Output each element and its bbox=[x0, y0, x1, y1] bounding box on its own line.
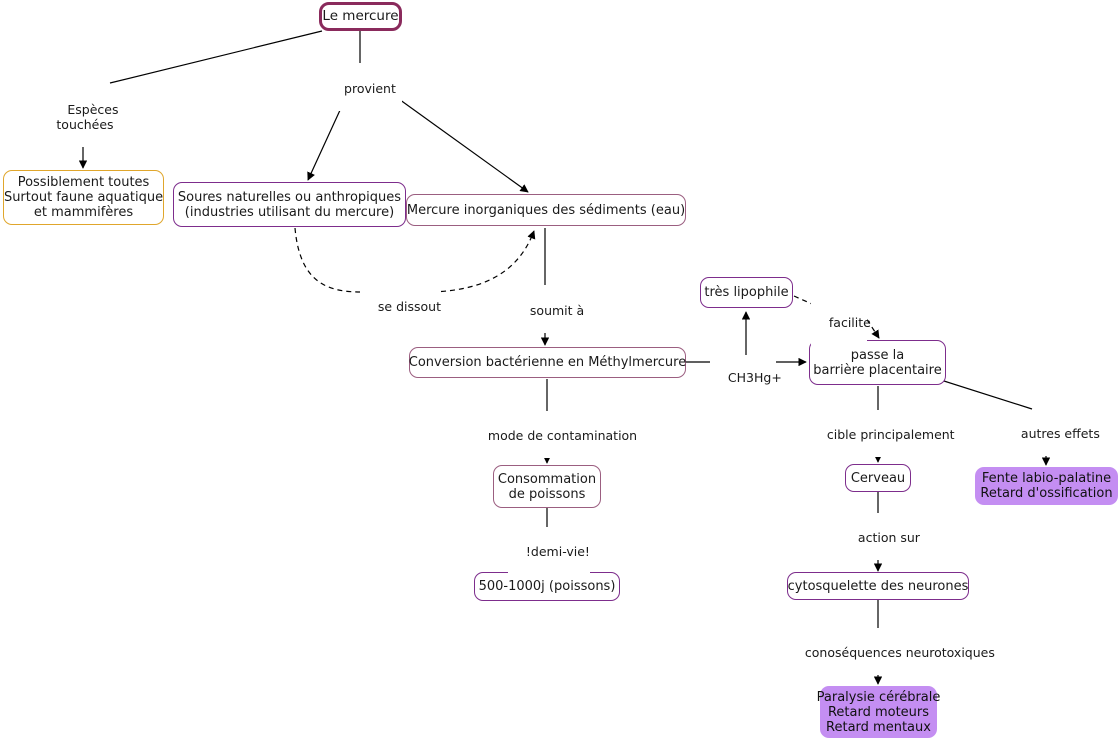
edge-placentaire-to-autres bbox=[943, 380, 1033, 410]
edge-label-especes-touchees: Espèces touchées bbox=[43, 87, 127, 147]
node-label: Fente labio-palatine Retard d'ossificati… bbox=[980, 471, 1113, 501]
edge-label-text: !demi-vie! bbox=[525, 544, 590, 559]
node-label: très lipophile bbox=[704, 285, 789, 300]
node-label: Cerveau bbox=[850, 470, 906, 486]
edge-sources-to-inorganique-dashed bbox=[294, 227, 363, 293]
edge-label-text: action sur bbox=[857, 530, 920, 545]
edge-label-text: CH3Hg+ bbox=[727, 370, 782, 385]
edge-label-provient: provient bbox=[322, 66, 402, 111]
node-label: Possiblement toutes Surtout faune aquati… bbox=[3, 175, 164, 220]
edge-label-consequences-neurotoxiques: conoséquences neurotoxiques bbox=[787, 630, 995, 675]
node-conversion-bacterienne[interactable]: Conversion bactérienne en Méthylmercure bbox=[409, 347, 686, 378]
edge-label-text: Espèces touchées bbox=[56, 102, 119, 132]
node-mercure-inorganique[interactable]: Mercure inorganiques des sédiments (eau) bbox=[406, 194, 686, 226]
edge-label-text: mode de contamination bbox=[487, 428, 638, 443]
node-label: Consommation de poissons bbox=[497, 471, 597, 502]
node-consequences-neurotoxiques-resultats[interactable]: Paralysie cérébrale Retard moteurs Retar… bbox=[817, 686, 940, 738]
node-label: Le mercure bbox=[322, 8, 399, 24]
edge-label-autres-effets: autres effets bbox=[1003, 411, 1100, 456]
node-label: Paralysie cérébrale Retard moteurs Retar… bbox=[816, 689, 941, 735]
edge-label-se-dissout: se dissout bbox=[360, 284, 441, 329]
node-sources-naturelles[interactable]: Soures naturelles ou anthropiques (indus… bbox=[173, 182, 406, 227]
edge-label-facilite: facilite bbox=[811, 300, 871, 345]
node-especes-touchees[interactable]: Possiblement toutes Surtout faune aquati… bbox=[3, 170, 164, 225]
node-label: cytosquelette des neurones bbox=[787, 578, 969, 594]
node-cytosquelette-neurones[interactable]: cytosquelette des neurones bbox=[787, 572, 969, 600]
edge-se-dissout-to-inorganique-dashed bbox=[431, 230, 536, 293]
edge-label-demi-vie: !demi-vie! bbox=[508, 529, 590, 574]
edge-label-cible-principalement: cible principalement bbox=[809, 412, 955, 457]
node-le-mercure[interactable]: Le mercure bbox=[319, 2, 402, 31]
edge-label-soumit-a: soumit à bbox=[512, 288, 585, 333]
node-label: Mercure inorganiques des sédiments (eau) bbox=[406, 202, 686, 218]
edge-label-text: se dissout bbox=[377, 299, 441, 314]
node-autres-effets-resultats[interactable]: Fente labio-palatine Retard d'ossificati… bbox=[975, 467, 1118, 505]
edge-label-text: autres effets bbox=[1020, 426, 1100, 441]
edge-root-to-especes-label bbox=[109, 30, 323, 84]
edge-lipophile-to-facilite-dashed bbox=[793, 295, 813, 305]
node-demi-vie-poissons[interactable]: 500-1000j (poissons) bbox=[474, 572, 620, 601]
node-label: Soures naturelles ou anthropiques (indus… bbox=[177, 189, 402, 220]
node-barriere-placentaire[interactable]: passe la barrière placentaire bbox=[809, 340, 946, 385]
edge-label-text: facilite bbox=[828, 315, 871, 330]
node-label: 500-1000j (poissons) bbox=[478, 579, 616, 594]
node-label: passe la barrière placentaire bbox=[813, 347, 942, 378]
node-cerveau[interactable]: Cerveau bbox=[845, 464, 911, 492]
edge-label-mode-de-contamination: mode de contamination bbox=[470, 413, 637, 458]
node-consommation-poissons[interactable]: Consommation de poissons bbox=[493, 465, 601, 508]
node-label: Conversion bactérienne en Méthylmercure bbox=[408, 355, 687, 370]
edge-label-ch3hg: CH3Hg+ bbox=[710, 355, 782, 400]
edge-label-text: soumit à bbox=[529, 303, 585, 318]
edge-label-text: cible principalement bbox=[826, 427, 955, 442]
edge-label-action-sur: action sur bbox=[840, 515, 920, 560]
node-tres-lipophile[interactable]: très lipophile bbox=[700, 277, 793, 308]
edge-label-text: conoséquences neurotoxiques bbox=[804, 645, 995, 660]
edge-label-text: provient bbox=[344, 81, 396, 96]
